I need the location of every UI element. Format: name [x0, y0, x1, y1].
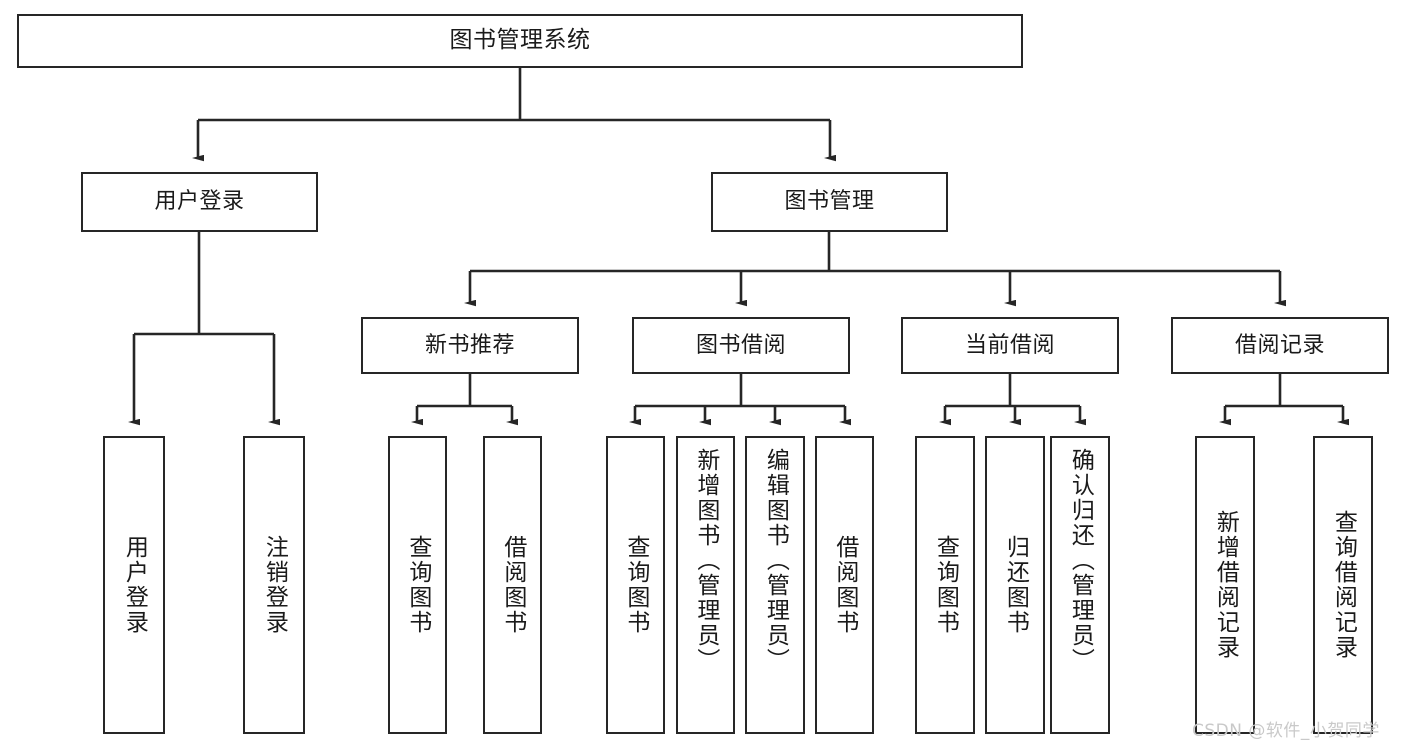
csdn-watermark: CSDN @软件_小贺同学: [1192, 721, 1380, 741]
node-label: 新增图书（管理员）: [692, 448, 719, 673]
node-label: 借阅记录: [1234, 332, 1325, 358]
leaf-query-borrow-record[interactable]: 查询借阅记录: [1313, 436, 1373, 734]
leaf-return-books[interactable]: 归还图书: [985, 436, 1045, 734]
node-book-borrowing[interactable]: 图书借阅: [632, 317, 850, 374]
leaf-edit-book-admin[interactable]: 编辑图书（管理员）: [745, 436, 805, 734]
node-label: 图书管理: [784, 189, 875, 215]
node-label: 新增借阅记录: [1212, 510, 1239, 660]
node-label: 借阅图书: [499, 535, 526, 635]
leaf-user-login[interactable]: 用户登录: [103, 436, 165, 734]
node-current-borrowing[interactable]: 当前借阅: [901, 317, 1119, 374]
edge-new-book-rec-to-leaves: [411, 374, 518, 426]
node-label: 确认归还（管理员）: [1067, 448, 1094, 673]
node-user-login[interactable]: 用户登录: [81, 172, 318, 232]
node-label: 归还图书: [1002, 535, 1029, 635]
leaf-confirm-return-admin[interactable]: 确认归还（管理员）: [1050, 436, 1110, 734]
edge-user-login-to-leaves: [128, 232, 280, 426]
edge-book-mgmt-to-level3: [464, 232, 1286, 307]
node-label: 用户登录: [121, 535, 148, 635]
node-label: 当前借阅: [964, 332, 1055, 358]
node-label: 编辑图书（管理员）: [762, 448, 789, 673]
leaf-query-books-borrowing[interactable]: 查询图书: [606, 436, 665, 734]
node-label: 新书推荐: [424, 332, 515, 358]
leaf-add-borrow-record[interactable]: 新增借阅记录: [1195, 436, 1255, 734]
node-label: 查询图书: [404, 535, 431, 635]
node-label: 注销登录: [261, 535, 288, 635]
edge-borrow-record-to-leaves: [1219, 374, 1349, 426]
node-label: 借阅图书: [831, 535, 858, 635]
node-label: 图书借阅: [695, 332, 786, 358]
node-label: 图书管理系统: [449, 27, 591, 54]
edge-book-borrow-to-leaves: [629, 374, 851, 426]
node-label: 查询图书: [932, 535, 959, 635]
node-label: 查询图书: [622, 535, 649, 635]
leaf-borrow-books-recommendation[interactable]: 借阅图书: [483, 436, 542, 734]
edge-current-borrow-to-leaves: [939, 374, 1086, 426]
leaf-add-book-admin[interactable]: 新增图书（管理员）: [676, 436, 735, 734]
leaf-borrow-books-borrowing[interactable]: 借阅图书: [815, 436, 874, 734]
node-root-system[interactable]: 图书管理系统: [17, 14, 1023, 68]
node-book-management[interactable]: 图书管理: [711, 172, 948, 232]
leaf-logout[interactable]: 注销登录: [243, 436, 305, 734]
edge-root-to-level2: [192, 68, 836, 162]
leaf-query-books-recommendation[interactable]: 查询图书: [388, 436, 447, 734]
node-new-book-recommendation[interactable]: 新书推荐: [361, 317, 579, 374]
node-label: 用户登录: [154, 189, 245, 215]
leaf-query-books-current[interactable]: 查询图书: [915, 436, 975, 734]
node-borrow-record[interactable]: 借阅记录: [1171, 317, 1389, 374]
node-label: 查询借阅记录: [1330, 510, 1357, 660]
